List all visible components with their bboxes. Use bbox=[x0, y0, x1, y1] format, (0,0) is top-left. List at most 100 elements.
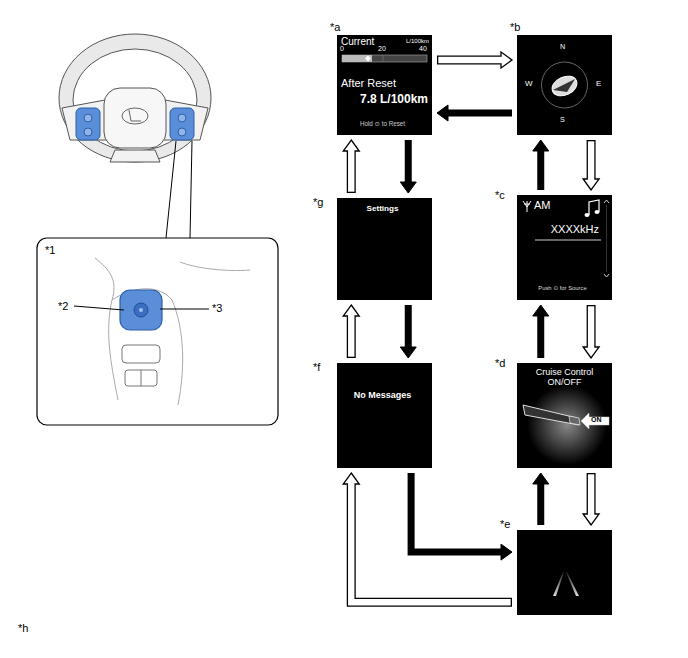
screen-graphic bbox=[517, 363, 612, 468]
screen-text: 40 bbox=[419, 45, 427, 53]
screen-text: Hold ⊙ to Reset bbox=[335, 121, 430, 128]
screen-display: *fNo Messages bbox=[337, 363, 432, 468]
arrow-shaft bbox=[537, 483, 544, 525]
arrow-shaft-inner bbox=[438, 57, 503, 63]
screen-text: 20 bbox=[378, 45, 386, 53]
callout-number: *1 bbox=[45, 244, 55, 256]
button bbox=[178, 114, 186, 122]
center-button bbox=[134, 303, 148, 317]
arrow-shaft-inner bbox=[348, 149, 354, 192]
spoke-outline bbox=[172, 300, 183, 405]
screen-display: *dCruise Control ON/OFFON bbox=[517, 363, 612, 468]
button bbox=[178, 128, 186, 136]
arrow-shaft-inner bbox=[588, 474, 594, 516]
callout-frame bbox=[37, 238, 278, 425]
hollow-arrow bbox=[343, 305, 359, 358]
screen-text: 7.8 L/100km bbox=[341, 93, 428, 106]
screen-graphic bbox=[517, 530, 612, 615]
screen-text: E bbox=[596, 80, 601, 89]
solid-arrow bbox=[437, 105, 512, 121]
screen-text: Settings bbox=[335, 205, 430, 214]
figure-label: *g bbox=[313, 196, 323, 208]
screen-text: 0 bbox=[340, 45, 344, 53]
screen-display: *e bbox=[517, 530, 612, 615]
hollow-arrow bbox=[583, 305, 599, 358]
screen-text: Current bbox=[341, 36, 374, 47]
arrow-head bbox=[533, 473, 549, 484]
screen-display: *bNWES bbox=[517, 35, 612, 135]
arrow-shaft-inner bbox=[351, 482, 510, 603]
arrow-shaft bbox=[411, 473, 502, 552]
center-dot bbox=[139, 308, 143, 312]
arrow-head bbox=[400, 347, 416, 358]
figure-label: *a bbox=[330, 21, 340, 33]
callout-number: *3 bbox=[212, 302, 222, 314]
button bbox=[84, 114, 92, 122]
steering-wheel bbox=[59, 34, 211, 162]
screen-text: No Messages bbox=[335, 391, 430, 401]
lower-button bbox=[125, 370, 157, 386]
spoke-outline bbox=[95, 258, 118, 400]
arrow-head bbox=[533, 305, 549, 316]
logo bbox=[129, 110, 141, 121]
leader-line bbox=[160, 309, 209, 310]
arrow-shaft-inner bbox=[588, 141, 594, 181]
right-spoke bbox=[162, 100, 208, 140]
callout-number: *2 bbox=[58, 300, 68, 312]
screen-display: *cAMXXXXkHzPush ⊙ for Source bbox=[517, 195, 612, 300]
figure-label: *b bbox=[510, 21, 520, 33]
leader-line bbox=[166, 141, 176, 238]
solid-arrow bbox=[533, 140, 549, 190]
arrow-shaft bbox=[351, 483, 512, 602]
arrow-head bbox=[437, 105, 448, 121]
arrow-shaft-inner bbox=[588, 306, 594, 349]
lower-spoke bbox=[110, 150, 160, 162]
screen-graphic bbox=[517, 35, 612, 135]
left-spoke bbox=[62, 100, 108, 140]
hollow-arrow bbox=[343, 140, 359, 193]
arrow-shaft bbox=[537, 150, 544, 190]
solid-arrow bbox=[400, 140, 416, 193]
screen-text: Push ⊙ for Source bbox=[515, 285, 610, 291]
screen-text: XXXXkHz bbox=[535, 223, 599, 235]
arrow-shaft-inner bbox=[348, 314, 354, 357]
switch-detail bbox=[95, 258, 250, 405]
solid-arrow bbox=[411, 473, 512, 560]
arrow-shaft bbox=[447, 110, 512, 117]
logo bbox=[122, 108, 148, 124]
arrow-shaft bbox=[537, 315, 544, 358]
arrow-shaft bbox=[405, 305, 412, 348]
figure-label: *c bbox=[495, 189, 505, 201]
left-switch bbox=[76, 108, 100, 140]
lower-button bbox=[122, 345, 160, 363]
arrow-head bbox=[501, 544, 512, 560]
hub bbox=[104, 88, 166, 148]
figure-label: *d bbox=[495, 357, 505, 369]
arrow-head bbox=[533, 140, 549, 151]
solid-arrow bbox=[533, 305, 549, 358]
solid-arrow bbox=[533, 473, 549, 525]
right-switch bbox=[170, 108, 194, 140]
button-split bbox=[141, 370, 142, 386]
arrow-shaft bbox=[405, 140, 412, 183]
hollow-arrow bbox=[583, 473, 599, 525]
hollow-arrow bbox=[583, 140, 599, 190]
screen-display: *aCurrentL/100km02040After Reset7.8 L/10… bbox=[337, 35, 432, 135]
hollow-arrow bbox=[343, 473, 512, 602]
wheel-rim bbox=[59, 34, 211, 162]
figure-label: *f bbox=[313, 361, 320, 373]
screen-text: Cruise Control ON/OFF bbox=[527, 368, 602, 388]
hollow-arrow bbox=[437, 52, 512, 68]
multi-switch bbox=[120, 290, 162, 330]
solid-arrow bbox=[400, 305, 416, 358]
screen-text: N bbox=[515, 43, 610, 51]
screen-graphic bbox=[517, 195, 612, 300]
screen-text: AM bbox=[534, 199, 551, 211]
callout-number: *h bbox=[18, 622, 28, 634]
rim-outline bbox=[180, 262, 250, 271]
screen-text: W bbox=[525, 80, 533, 89]
